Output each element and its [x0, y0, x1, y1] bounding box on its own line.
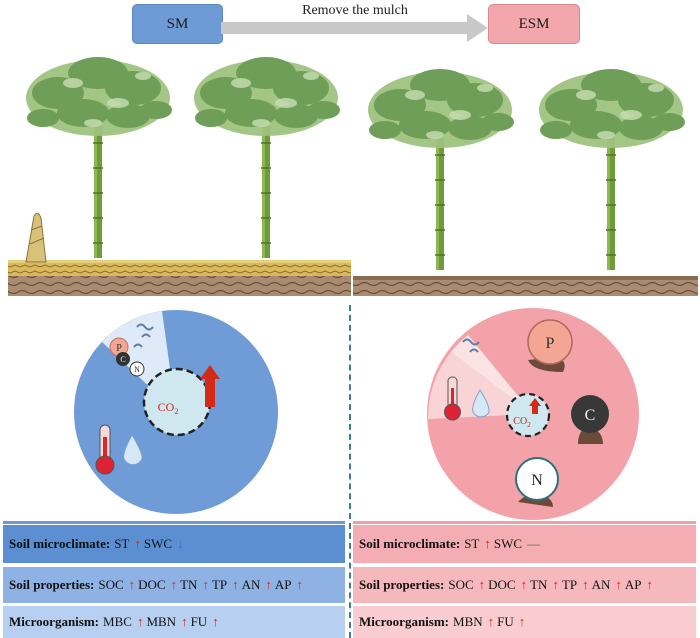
- row-label: Soil properties:: [9, 577, 95, 592]
- row-label: Soil microclimate:: [359, 536, 461, 551]
- variable-st: ST: [114, 536, 130, 551]
- variable-an: AN: [591, 577, 611, 592]
- increase-arrow-icon: ↑: [487, 614, 495, 629]
- row-label: Soil properties:: [359, 577, 445, 592]
- sm-n-label: N: [134, 365, 140, 374]
- decrease-arrow-icon: ↓: [177, 536, 184, 551]
- variable-doc: DOC: [138, 577, 166, 592]
- variable-soc: SOC: [448, 577, 474, 592]
- increase-arrow-icon: ↑: [181, 614, 188, 629]
- variable-ap: AP: [624, 577, 642, 592]
- increase-arrow-icon: ↑: [170, 577, 178, 592]
- increase-arrow-icon: ↑: [202, 577, 209, 592]
- bamboo-scene: [8, 56, 698, 296]
- variable-fu: FU: [190, 614, 208, 629]
- increase-arrow-icon: ↑: [484, 536, 491, 551]
- water-drop-icon-right: [472, 389, 490, 418]
- center-divider: [349, 305, 351, 638]
- water-drop-icon: [123, 434, 143, 466]
- right-table-row-1: Soil microclimate:ST ↑SWC —: [353, 525, 696, 563]
- variable-st: ST: [464, 536, 480, 551]
- variable-fu: FU: [497, 614, 514, 629]
- esm-label: ESM: [518, 15, 550, 32]
- variable-ap: AP: [274, 577, 292, 592]
- row-label: Microorganism:: [359, 614, 450, 629]
- increase-arrow-icon: ↑: [134, 536, 141, 551]
- increase-arrow-icon: ↑: [296, 577, 304, 592]
- variable-doc: DOC: [488, 577, 516, 592]
- left-table-row-1: Soil microclimate:ST ↑SWC ↓: [3, 525, 345, 563]
- increase-arrow-icon: ↑: [232, 577, 239, 592]
- variable-tn: TN: [530, 577, 548, 592]
- variable-soc: SOC: [98, 577, 124, 592]
- left-table-row-3: Microorganism:MBC↑MBN↑FU↑: [3, 606, 345, 638]
- variable-mbn: MBN: [453, 614, 483, 629]
- esm-label-box: ESM: [488, 4, 580, 44]
- variable-tn: TN: [180, 577, 198, 592]
- increase-arrow-icon: ↑: [520, 577, 528, 592]
- variable-mbc: MBC: [103, 614, 132, 629]
- left-table-row-2: Soil properties:SOC↑DOC↑TN↑TP↑AN↑AP↑: [3, 567, 345, 603]
- esm-co2-label: CO2: [513, 416, 531, 429]
- variable-tp: TP: [561, 577, 578, 592]
- variable-swc: SWC: [493, 536, 523, 551]
- sm-p-label: P: [116, 343, 122, 354]
- esm-n-label: N: [531, 472, 543, 489]
- arrow-label: Remove the mulch: [302, 3, 408, 18]
- variable-tp: TP: [211, 577, 228, 592]
- sm-soil-circle: P C N CO2: [74, 310, 278, 514]
- transition-arrow: [221, 14, 488, 42]
- increase-arrow-icon: ↑: [136, 614, 144, 629]
- thermometer-icon: [95, 424, 115, 475]
- sm-label-box: SM: [132, 4, 223, 44]
- increase-arrow-icon: ↑: [478, 577, 486, 592]
- increase-arrow-icon: ↑: [212, 614, 219, 629]
- right-table-row-3: Microorganism:MBN↑FU↑: [353, 606, 696, 638]
- increase-arrow-icon: ↑: [615, 577, 622, 592]
- sm-co2-up-arrow: [200, 365, 220, 407]
- thermometer-icon-right: [444, 376, 461, 421]
- no-change-icon: —: [527, 536, 541, 551]
- increase-arrow-icon: ↑: [582, 577, 589, 592]
- increase-arrow-icon: ↑: [552, 577, 559, 592]
- esm-p-label: P: [546, 335, 555, 352]
- right-table-row-2: Soil properties:SOC↑DOC↑TN↑TP↑AN↑AP↑: [353, 567, 696, 603]
- variable-mbn: MBN: [146, 614, 177, 629]
- esm-soil-circle: P C N CO2: [427, 308, 639, 520]
- increase-arrow-icon: ↑: [128, 577, 136, 592]
- increase-arrow-icon: ↑: [646, 577, 654, 592]
- sm-co2-label: CO2: [158, 400, 179, 416]
- variable-an: AN: [241, 577, 261, 592]
- sm-c-label: C: [120, 355, 125, 364]
- row-label: Soil microclimate:: [9, 536, 111, 551]
- sm-label: SM: [166, 15, 189, 32]
- esm-co2-up-arrow: [529, 398, 541, 414]
- esm-c-label: C: [585, 407, 596, 424]
- increase-arrow-icon: ↑: [265, 577, 272, 592]
- increase-arrow-icon: ↑: [518, 614, 526, 629]
- variable-swc: SWC: [143, 536, 173, 551]
- row-label: Microorganism:: [9, 614, 100, 629]
